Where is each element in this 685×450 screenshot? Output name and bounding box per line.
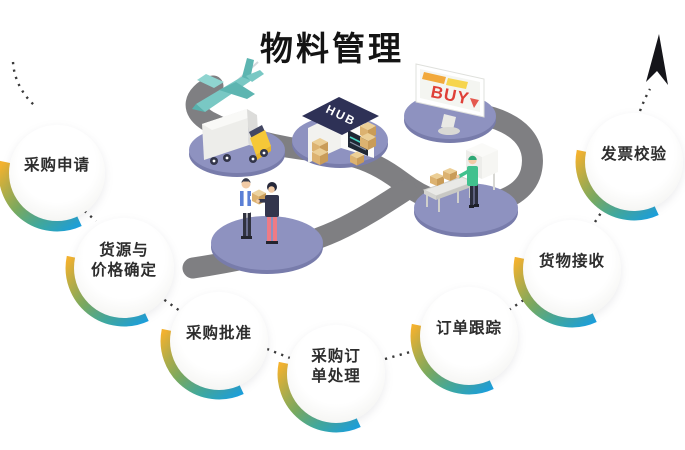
- step-label: 货物接收: [538, 252, 605, 270]
- step-label: 货源与 价格确定: [90, 241, 157, 279]
- progress-arc: [410, 323, 494, 395]
- step-label: 采购订 单处理: [311, 347, 361, 385]
- progress-arc: [513, 256, 597, 328]
- step-label: 采购批准: [185, 324, 252, 342]
- cargo-boxes-icon: [312, 122, 376, 166]
- step-goods-receipt: 货物接收: [523, 220, 621, 318]
- up-arrow-icon: [646, 34, 668, 85]
- dotted-connector: [638, 88, 652, 112]
- hub-building-icon: HUB: [302, 97, 379, 166]
- handover-people-icon: [240, 178, 279, 244]
- step-source-price: 货源与 价格确定: [74, 218, 174, 318]
- buy-monitor-icon: BUY: [415, 63, 485, 135]
- truck-icon: [202, 109, 271, 165]
- step-label: 采购申请: [23, 156, 90, 174]
- progress-arc: [65, 255, 149, 327]
- step-purchase-request: 采购申请: [9, 125, 105, 221]
- step-label: 发票校验: [600, 145, 667, 163]
- progress-arc: [575, 149, 659, 221]
- progress-arc: [277, 361, 361, 433]
- progress-arc: [160, 328, 244, 400]
- step-po-processing: 采购订 单处理: [287, 325, 385, 423]
- airplane-icon: [192, 58, 264, 112]
- step-purchase-approval: 采购批准: [170, 292, 268, 390]
- dotted-connector: [266, 347, 291, 360]
- step-order-tracking: 订单跟踪: [420, 287, 518, 385]
- step-label: 订单跟踪: [435, 319, 502, 337]
- step-invoice-verification: 发票校验: [585, 113, 683, 211]
- page-title: 物料管理: [260, 30, 404, 67]
- dotted-connector: [151, 290, 181, 312]
- step-progress-arcs: [0, 149, 659, 433]
- receiving-conveyor-icon: [422, 143, 498, 212]
- progress-arc: [0, 160, 82, 232]
- dotted-start-trail: [11, 61, 36, 107]
